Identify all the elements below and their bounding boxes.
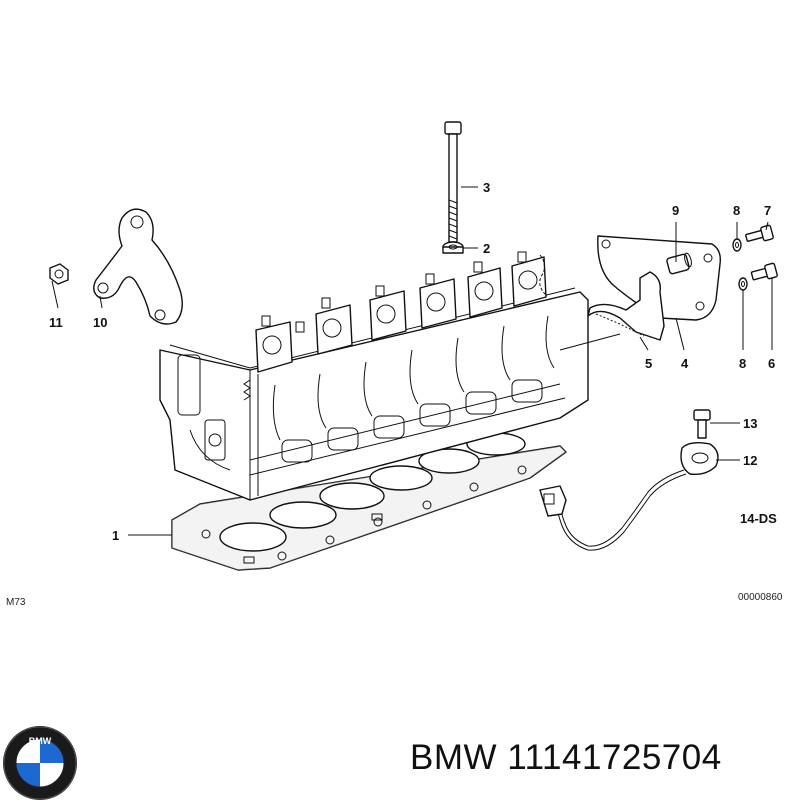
- cylinder-head-gasket: [171, 432, 567, 571]
- callout-numbers: 3 2 11 10 1 5 4 9 8 7 8 6 13 12 14-DS: [49, 180, 777, 543]
- screw-upper: [745, 224, 774, 242]
- sensor-bolt: [693, 409, 711, 439]
- group-code-label: 14-DS: [740, 511, 777, 526]
- callout-10: 10: [93, 315, 107, 330]
- cam-bearing-towers: [255, 251, 547, 373]
- bmw-logo: BMW: [3, 726, 77, 800]
- knock-sensor: [680, 441, 719, 476]
- callout-3: 3: [483, 180, 490, 195]
- brand-name: BMW: [410, 738, 498, 777]
- callout-1: 1: [112, 528, 119, 543]
- callout-4: 4: [681, 356, 689, 371]
- callout-2: 2: [483, 241, 490, 256]
- washer-upper: [732, 238, 742, 252]
- callout-8-upper: 8: [733, 203, 740, 218]
- cover-gasket: [587, 271, 665, 341]
- part-number-caption: BMW 11141725704: [410, 738, 722, 778]
- diagram-number: 00000860: [738, 592, 783, 603]
- hex-nut: [49, 263, 69, 285]
- callout-13: 13: [743, 416, 757, 431]
- diagram-code: M73: [6, 597, 26, 608]
- leader-lines: [51, 186, 773, 536]
- washer: [442, 241, 464, 254]
- callout-6: 6: [768, 356, 775, 371]
- callout-5: 5: [645, 356, 652, 371]
- callout-9: 9: [672, 203, 679, 218]
- callout-7: 7: [764, 203, 771, 218]
- washer-lower: [738, 277, 748, 291]
- screw-lower: [750, 262, 778, 281]
- sleeve: [666, 252, 692, 275]
- callout-12: 12: [743, 453, 757, 468]
- cylinder-head-bolt: [444, 121, 462, 243]
- callout-11: 11: [49, 315, 63, 330]
- lifting-bracket: [93, 208, 183, 325]
- sensor-cable: [539, 469, 687, 551]
- head-ribs: [272, 315, 555, 441]
- cylinder-head: [159, 251, 589, 501]
- logo-lettering: BMW: [29, 736, 52, 746]
- callout-8-lower: 8: [739, 356, 746, 371]
- exhaust-ports: [281, 379, 543, 463]
- part-number: 11141725704: [507, 738, 722, 777]
